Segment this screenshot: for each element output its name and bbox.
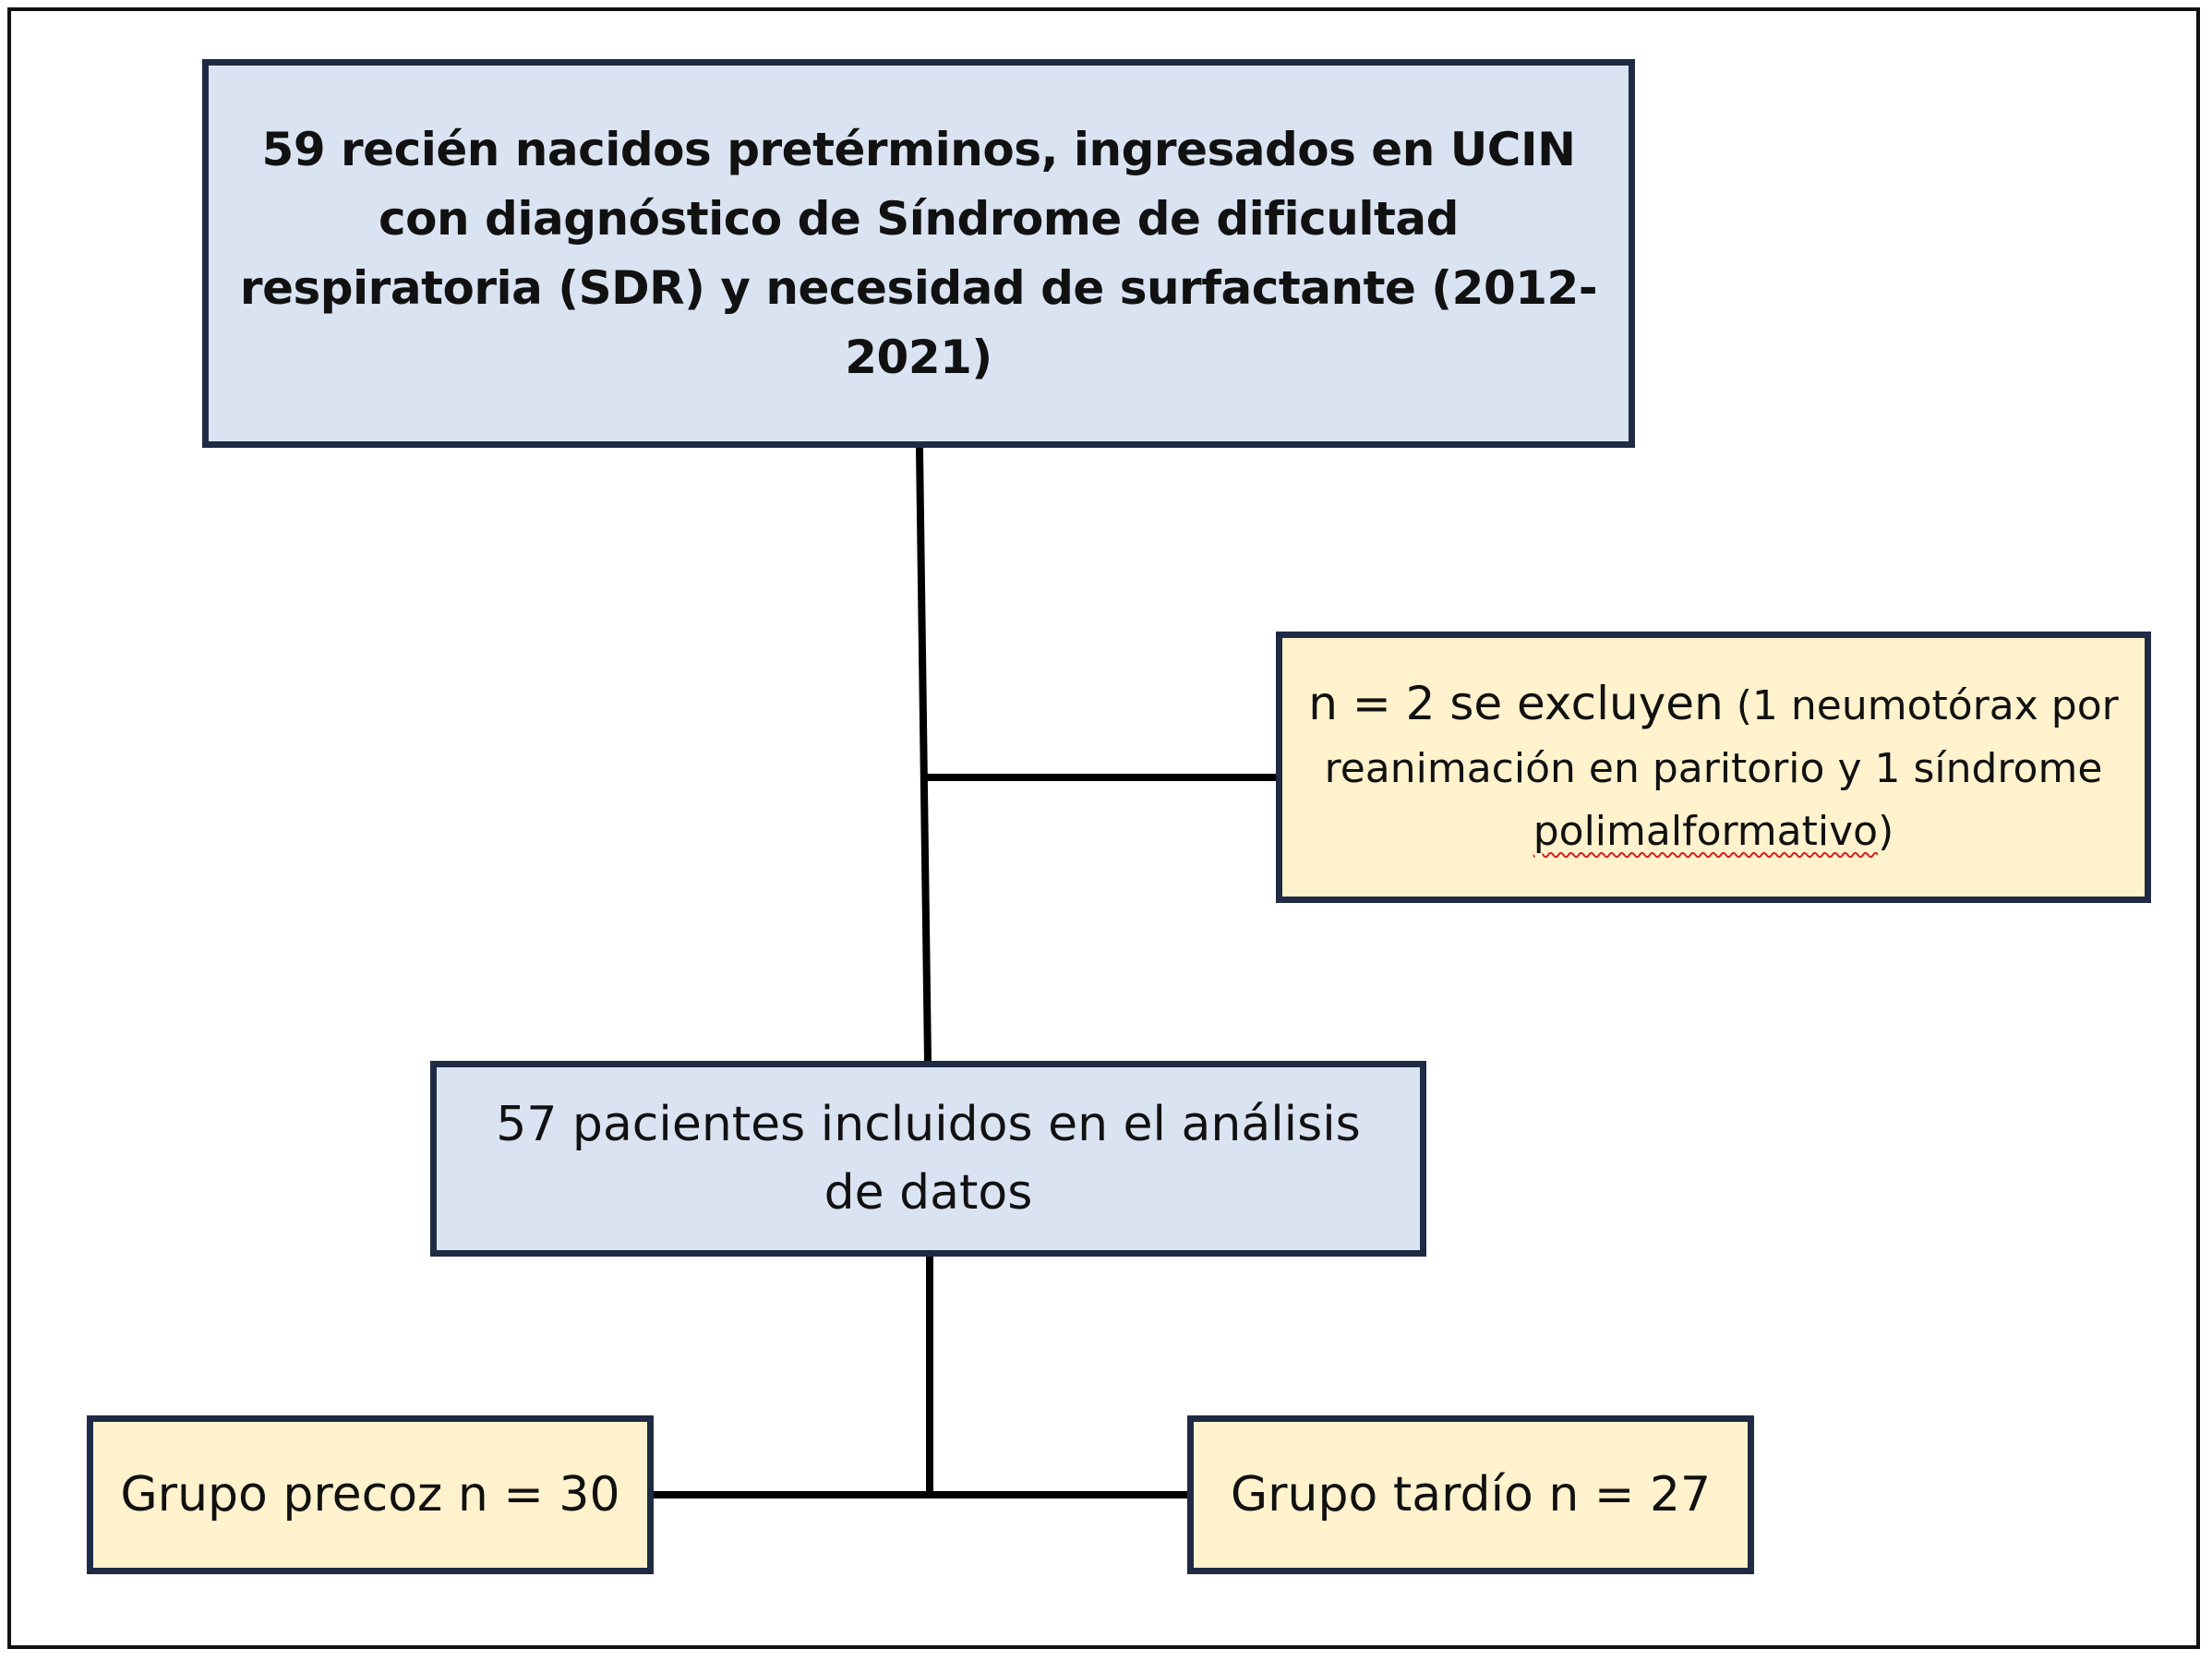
spellcheck-flagged-word: polimalformativo: [1533, 807, 1879, 855]
early-group-box: Grupo precoz n = 30: [87, 1415, 654, 1574]
included-patients-box: 57 pacientes incluidos en el análisis de…: [430, 1061, 1426, 1257]
late-group-text: Grupo tardío n = 27: [1230, 1467, 1712, 1523]
exclusion-detail: (1 neumotórax por reanimación en paritor…: [1324, 681, 2119, 792]
late-group-box: Grupo tardío n = 27: [1187, 1415, 1754, 1574]
figure-frame: [7, 7, 2200, 1649]
exclusion-box-text: n = 2 se excluyen (1 neumotórax por rean…: [1304, 672, 2122, 863]
included-patients-text: 57 pacientes incluidos en el análisis de…: [496, 1097, 1361, 1221]
exclusion-box: n = 2 se excluyen (1 neumotórax por rean…: [1276, 632, 2151, 903]
early-group-text: Grupo precoz n = 30: [120, 1467, 620, 1523]
connector-top-to-included: [916, 447, 932, 1062]
top-box-initial-cohort: 59 recién nacidos pretérminos, ingresado…: [202, 59, 1635, 448]
exclusion-lead: n = 2 se excluyen: [1308, 676, 1724, 730]
top-box-text: 59 recién nacidos pretérminos, ingresado…: [239, 122, 1598, 384]
exclusion-closing: ): [1878, 807, 1894, 855]
